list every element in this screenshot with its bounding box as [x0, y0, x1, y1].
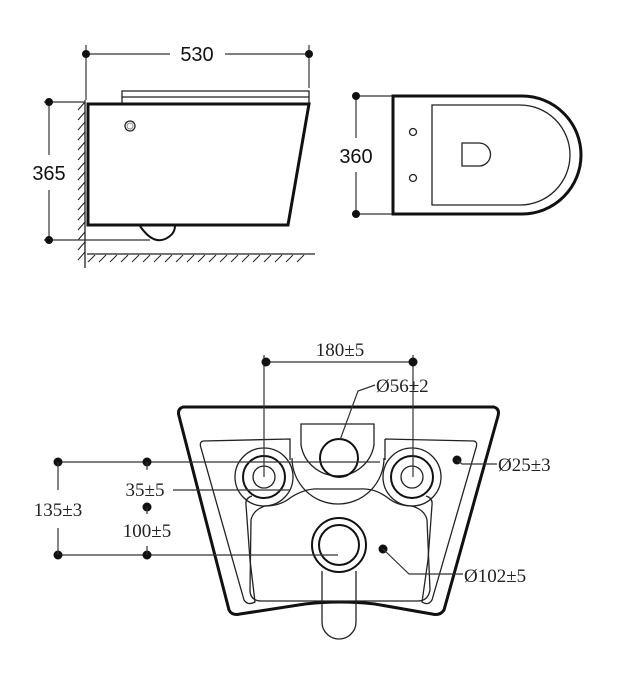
left-wing [199, 438, 291, 605]
outlet-label: Ø102±5 [464, 566, 526, 587]
outlet-height-label: 100±5 [123, 521, 171, 542]
vertical-dimensions: 135±3 35±5 100±5 [34, 457, 380, 560]
depth-label: 360 [339, 146, 372, 168]
logo-plate [461, 142, 492, 167]
inlet-spacing-dimension: 180±5 [261, 340, 418, 477]
fixing-hole-label: Ø25±3 [498, 455, 551, 476]
height-dimension: 365 [32, 98, 150, 244]
outlet-bump [139, 225, 176, 242]
side-view: 530 365 [32, 44, 315, 268]
center-inlet-icon [319, 438, 359, 478]
depth-dimension: 360 [339, 92, 392, 218]
overall-height-label: 135±3 [34, 500, 82, 521]
inlet-spacing-label: 180±5 [316, 340, 364, 361]
rear-view: 180±5 Ø56±2 Ø25±3 Ø102±5 [34, 340, 551, 640]
wall-hatch [77, 101, 86, 261]
outlet-icon [311, 517, 367, 573]
hinge-hole-icon [408, 127, 418, 137]
top-outline [391, 94, 583, 216]
width-dimension: 530 [82, 44, 313, 100]
center-inlet-callout: Ø56±2 [339, 376, 429, 441]
right-wing [384, 438, 478, 605]
bowl-body [86, 102, 311, 227]
right-inlet-icon [382, 447, 442, 507]
outlet-tail [321, 571, 357, 640]
height-label: 365 [32, 163, 65, 185]
hinge-hole-icon [408, 173, 418, 183]
width-label: 530 [180, 44, 213, 66]
mounting-plate [249, 488, 431, 602]
inlet-offset-label: 35±5 [126, 480, 165, 501]
fixing-hole-icon [124, 120, 136, 132]
center-tab [300, 423, 375, 477]
center-inlet-label: Ø56±2 [376, 376, 429, 397]
top-view: 360 [339, 92, 583, 218]
seat-outline [431, 104, 571, 206]
rear-outline [177, 405, 500, 616]
outlet-callout: Ø102±5 [378, 544, 526, 587]
floor-hatch [87, 254, 305, 263]
fixing-hole-callout: Ø25±3 [452, 455, 551, 476]
